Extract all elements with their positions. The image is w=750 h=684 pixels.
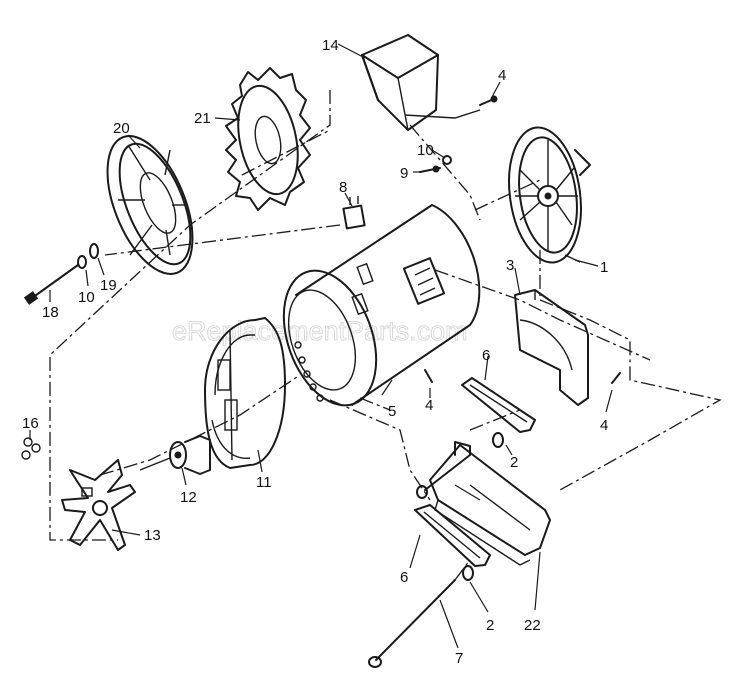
callout-16: 16 (22, 415, 39, 432)
bolt-part-18 (23, 264, 79, 305)
callout-7: 7 (455, 650, 463, 667)
callout-19: 19 (100, 277, 117, 294)
leader-lines (29, 43, 613, 649)
washer-part-2-upper (492, 432, 504, 448)
switch-part-8 (342, 196, 366, 230)
screw-part-4-right (611, 372, 621, 384)
fan-part-21 (225, 67, 311, 211)
strap-part-6-lower (414, 504, 491, 567)
callout-9: 9 (400, 165, 408, 182)
rod-part-7-upper (416, 454, 471, 499)
base-plate-part-22 (429, 441, 551, 566)
washer-part-10-top (442, 155, 452, 165)
callout-2-lower: 2 (486, 617, 494, 634)
callout-6-lower: 6 (400, 569, 408, 586)
lockwasher-part-19 (89, 243, 99, 259)
callout-6-upper: 6 (482, 347, 490, 364)
callout-22: 22 (524, 617, 541, 634)
callout-11: 11 (256, 474, 272, 491)
stator-part-11 (204, 317, 286, 469)
rod-part-7-lower (368, 579, 456, 668)
callout-4-right: 4 (600, 417, 608, 434)
washer-part-2-lower (462, 565, 474, 581)
callout-12: 12 (180, 489, 197, 506)
callout-10-top: 10 (417, 142, 434, 159)
motor-housing-part-5 (282, 204, 481, 407)
callout-18: 18 (42, 304, 59, 321)
callout-2-upper: 2 (510, 454, 518, 471)
callout-20: 20 (113, 120, 130, 137)
callout-4-top: 4 (498, 67, 506, 84)
cover-part-14 (361, 34, 481, 131)
bracket-part-3 (514, 289, 589, 406)
callout-1: 1 (600, 259, 608, 276)
watermark-text: eReplacementParts.com (172, 316, 468, 346)
callout-13: 13 (144, 527, 161, 544)
bearing-part-12 (139, 435, 211, 475)
fan-shroud-part-20 (106, 135, 194, 275)
callout-21: 21 (194, 110, 211, 127)
callout-3: 3 (506, 257, 514, 274)
end-bell-part-1 (508, 126, 591, 264)
screw-part-4-top (479, 95, 498, 106)
hardware-part-16 (21, 437, 41, 460)
screw-part-4-mid (424, 369, 433, 383)
callout-5: 5 (388, 403, 396, 420)
screw-part-9 (419, 165, 441, 173)
callout-10-left: 10 (78, 289, 95, 306)
strap-part-6-upper (461, 377, 536, 433)
callout-labels: 14 4 21 20 10 9 8 1 3 6 4 5 4 2 11 12 13… (22, 37, 608, 667)
callout-4-mid: 4 (425, 397, 433, 414)
callout-14: 14 (322, 37, 339, 54)
callout-8: 8 (339, 179, 347, 196)
base-foot-part-13 (61, 459, 136, 551)
washer-part-10 (77, 255, 87, 269)
